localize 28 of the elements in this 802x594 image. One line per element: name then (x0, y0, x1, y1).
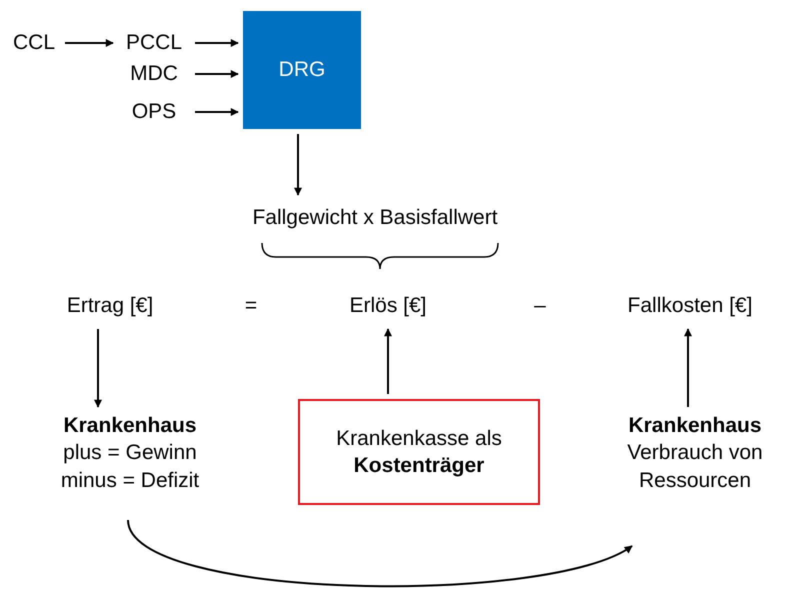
arrow (94, 329, 102, 408)
process-box (243, 11, 361, 129)
arrow (65, 39, 114, 47)
operator-sign: = (244, 294, 258, 318)
node-label: Erlös [€] (349, 293, 427, 320)
arrow (195, 108, 239, 116)
node-label: OPS (132, 99, 176, 126)
heading-text: Krankenhaus (63, 413, 197, 439)
node-label: MDC (130, 61, 178, 88)
arrow (127, 520, 633, 588)
body-text: Verbrauch von Ressourcen (626, 440, 764, 494)
highlight-box (298, 399, 540, 505)
body-text: plus = Gewinn (63, 440, 197, 466)
node-label: Fallgewicht x Basisfallwert (252, 205, 498, 232)
arrow (195, 70, 239, 78)
arrow (684, 328, 692, 407)
node-label: DRG (278, 57, 326, 84)
node-label: Ertrag [€] (66, 293, 154, 320)
body-text: minus = Defizit (60, 468, 200, 494)
heading-text: Krankenhaus (628, 413, 762, 439)
node-label: Fallkosten [€] (628, 293, 752, 320)
arrow (195, 39, 239, 47)
node-label: CCL (12, 30, 55, 56)
node-label: Krankenkasse als Kostenträger (335, 426, 503, 479)
arrow (294, 134, 302, 196)
arrow (384, 328, 392, 394)
node-label: PCCL (126, 30, 182, 56)
operator-sign: – (534, 294, 546, 318)
